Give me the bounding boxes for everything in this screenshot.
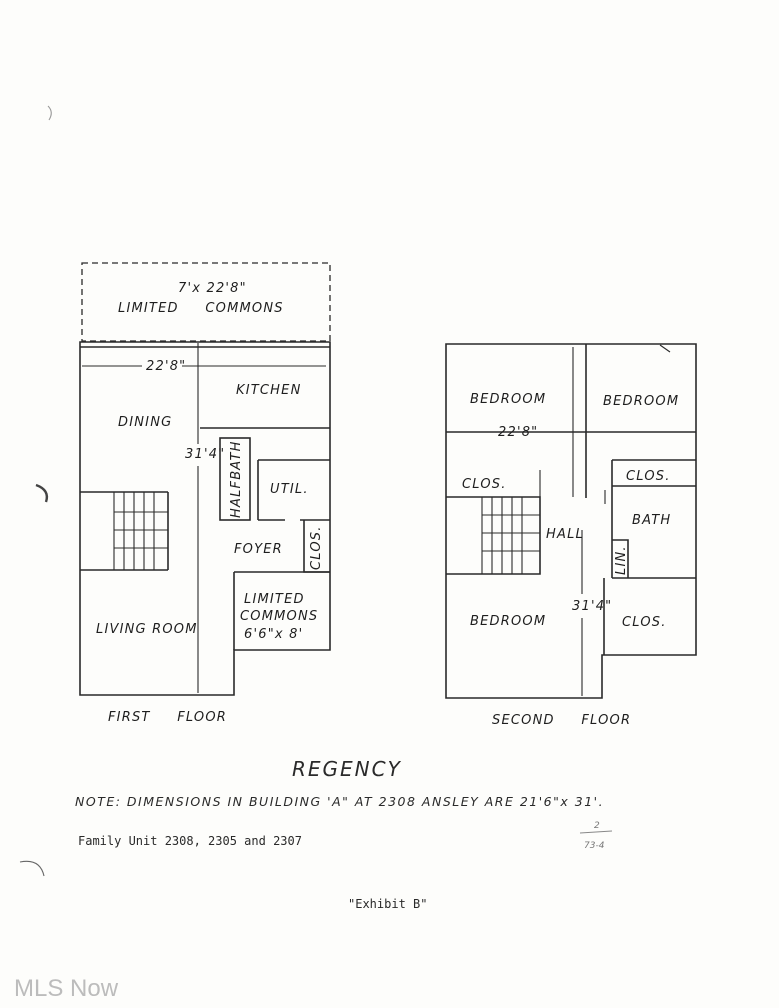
room-halfbath: HALFBATH: [229, 440, 244, 518]
room-clos-left: CLOS.: [462, 477, 507, 492]
second-floor-plan: 22'8" 31'4" BEDROOM BEDROOM BEDROOM: [445, 343, 697, 728]
second-floor-width-dimension: 22'8": [498, 425, 538, 440]
scan-marks: [19, 105, 671, 877]
room-bedroom-top-right: BEDROOM: [603, 394, 679, 409]
room-clos: CLOS.: [309, 525, 324, 570]
second-floor-depth-dimension: 31'4": [572, 599, 612, 614]
patio-dimension: 7'x 22'8": [178, 281, 247, 296]
room-clos-lower-right: CLOS.: [622, 615, 667, 630]
plan-title: REGENCY: [292, 757, 402, 781]
second-floor-caption: SECOND FLOOR: [492, 713, 631, 728]
room-bath: BATH: [632, 513, 671, 528]
limited-commons-label: LIMITED: [244, 592, 305, 607]
room-dining: DINING: [118, 415, 172, 430]
first-floor-width-dimension: 22'8": [146, 359, 186, 374]
patio-outline: [81, 262, 331, 342]
room-util: UTIL.: [270, 482, 309, 497]
first-floor-caption: FIRST FLOOR: [108, 710, 227, 725]
handwritten-scrawl-top: 2: [594, 821, 600, 831]
dimension-note: NOTE: DIMENSIONS IN BUILDING 'A" AT 2308…: [75, 794, 604, 809]
first-floor-plan: 7'x 22'8" LIMITED COMMONS 22'8" 31'4" HA…: [79, 262, 331, 725]
patio-label: LIMITED COMMONS: [118, 301, 284, 316]
room-linen: LIN.: [614, 545, 629, 575]
room-bedroom-bottom: BEDROOM: [470, 614, 546, 629]
exhibit-label: "Exhibit B": [348, 897, 427, 911]
limited-commons-label-2: COMMONS: [240, 609, 318, 624]
room-hall: HALL: [546, 527, 584, 542]
family-unit-line: Family Unit 2308, 2305 and 2307: [78, 834, 302, 848]
first-floor-depth-dimension: 31'4": [185, 447, 225, 462]
room-clos-upper-right: CLOS.: [626, 469, 671, 484]
room-foyer: FOYER: [234, 542, 283, 557]
handwritten-scrawl-bottom: 73-4: [584, 841, 605, 851]
room-kitchen: KITCHEN: [236, 383, 302, 398]
second-floor-outer-wall: [445, 343, 697, 699]
mls-watermark: MLS Now: [14, 975, 119, 1002]
room-bedroom-top-left: BEDROOM: [470, 392, 546, 407]
first-floor-stairs: [80, 491, 169, 571]
second-floor-stairs: [481, 497, 540, 574]
room-living: LIVING ROOM: [96, 622, 198, 637]
limited-commons-dimension: 6'6"x 8': [244, 627, 303, 642]
